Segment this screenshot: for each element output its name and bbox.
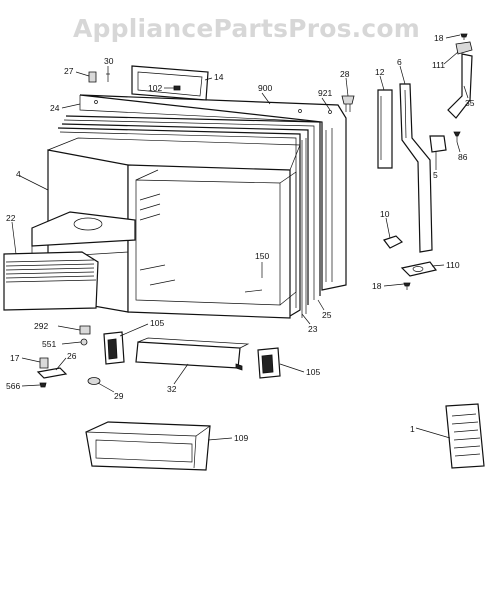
shelf-32 — [135, 337, 250, 371]
callout-28: 28 — [340, 69, 350, 79]
callout-32: 32 — [167, 384, 177, 394]
screw-86 — [453, 131, 461, 142]
hinge-plate-110 — [400, 261, 438, 277]
callout-111: 111 — [432, 60, 445, 70]
hinge-cap-111 — [455, 41, 473, 55]
clip-29 — [87, 377, 101, 385]
screw-18-top — [460, 33, 468, 40]
callout-5: 5 — [433, 170, 438, 180]
hinge-bar-6 — [399, 83, 433, 253]
callout-105-right: 105 — [306, 367, 320, 377]
callout-150: 150 — [255, 251, 269, 261]
callout-30: 30 — [104, 56, 114, 66]
callout-27: 27 — [64, 66, 74, 76]
foot-292-551 — [79, 325, 91, 346]
hinge-bracket-12 — [377, 89, 393, 169]
callout-14: 14 — [214, 72, 224, 82]
callout-1: 1 — [410, 424, 415, 434]
callout-900: 900 — [258, 83, 272, 93]
callout-labels: 18 111 6 35 12 27 30 14 102 900 921 28 2… — [6, 33, 475, 443]
shelf-bracket-105-left — [103, 331, 125, 365]
callout-29: 29 — [114, 391, 124, 401]
crisper-drawer-109 — [85, 421, 211, 471]
top-handle-14 — [131, 65, 209, 101]
grille-22 — [3, 251, 99, 311]
callout-109: 109 — [234, 433, 248, 443]
part-17-26-566 — [36, 357, 68, 388]
callout-4: 4 — [16, 169, 21, 179]
leader-lines — [11, 34, 469, 441]
callout-105-left: 105 — [150, 318, 164, 328]
callout-86: 86 — [458, 152, 468, 162]
callout-10: 10 — [380, 209, 390, 219]
callout-551: 551 — [42, 339, 56, 349]
callout-566: 566 — [6, 381, 20, 391]
shelf-bracket-105-right — [257, 347, 281, 379]
callout-102: 102 — [148, 83, 162, 93]
watermark: AppliancePartsPros.com — [72, 14, 421, 43]
screw-27-30 — [88, 71, 110, 83]
callout-24: 24 — [50, 103, 60, 113]
callout-22: 22 — [6, 213, 16, 223]
callout-6-top: 6 — [397, 57, 402, 67]
callout-921: 921 — [318, 88, 332, 98]
knob-28 — [341, 95, 355, 112]
door-frames — [57, 115, 321, 318]
callout-23: 23 — [308, 324, 318, 334]
callout-110: 110 — [446, 260, 460, 270]
callout-12: 12 — [375, 67, 385, 77]
callout-18-bottom: 18 — [372, 281, 382, 291]
callout-18-top: 18 — [434, 33, 444, 43]
callout-17: 17 — [10, 353, 20, 363]
hinge-bar-35 — [447, 53, 473, 119]
callout-26: 26 — [67, 351, 77, 361]
callout-25: 25 — [322, 310, 332, 320]
screw-18-bottom — [403, 282, 411, 290]
outer-case-900 — [79, 94, 347, 291]
bracket-10 — [383, 235, 404, 249]
bracket-5 — [429, 135, 447, 153]
manual-1 — [445, 403, 485, 469]
callout-292: 292 — [34, 321, 48, 331]
callout-35: 35 — [465, 98, 475, 108]
